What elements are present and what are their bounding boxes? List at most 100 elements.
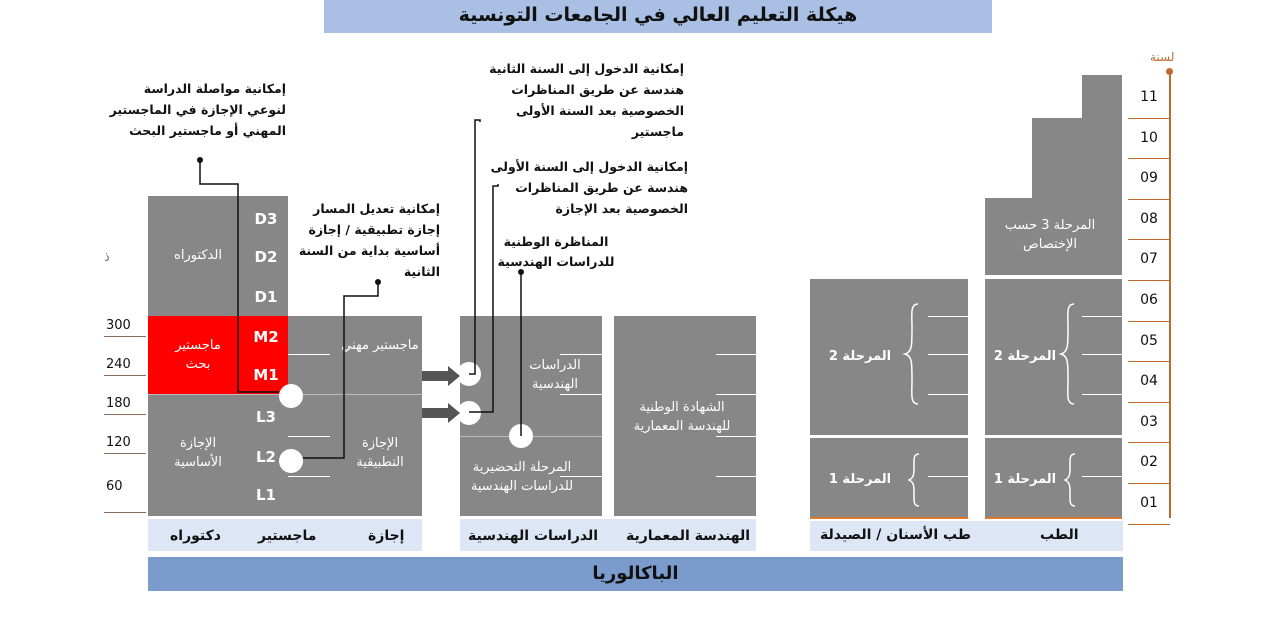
level-column-m2m1 [248, 316, 288, 394]
annotation-line: للدراسات الهندسية [497, 254, 615, 269]
year-cell: 09 [1140, 170, 1158, 187]
dental-stage2-box [810, 279, 968, 435]
arrow-right-icon [422, 371, 450, 381]
year-cell: 10 [1140, 129, 1158, 146]
medical-label-bar [810, 521, 1123, 551]
annotation-line: إمكانية الدخول إلى السنة الأولى [490, 159, 688, 174]
arrow-head [448, 403, 460, 423]
medicine-stage2-label: المرحلة 2 [993, 349, 1057, 364]
year-axis-tip [1166, 68, 1173, 75]
annotation-line: إمكانية مواصلة الدراسة [143, 81, 286, 96]
engineering-box [460, 316, 602, 516]
year-axis-title: لسنة [1150, 50, 1175, 64]
level-l1: L1 [256, 486, 276, 504]
licence-applied-label: الإجازة التطبيقية [356, 436, 404, 470]
separator [560, 476, 602, 477]
annotation-entry-first-year: إمكانية الدخول إلى السنة الأولى هندسة عن… [488, 156, 688, 219]
annotation-master-continuation: إمكانية مواصلة الدراسة لنوعي الإجازة في … [94, 78, 286, 141]
credit-label: 240 [106, 357, 131, 372]
label-licence: إجازة [368, 528, 405, 544]
separator [716, 354, 756, 355]
label-engineering: الدراسات الهندسية [468, 528, 599, 544]
credit-label: 300 [106, 318, 131, 333]
level-l2: L2 [256, 448, 276, 466]
label-medicine: الطب [1040, 527, 1079, 543]
medicine-stage2-box [985, 279, 1122, 435]
label-architecture: الهندسة المعمارية [626, 528, 751, 544]
separator [716, 436, 756, 437]
credit-cut-char: ذ [104, 250, 110, 265]
separator [560, 354, 602, 355]
annotation-line: الخصوصية بعد الإجازة [555, 201, 688, 216]
year-rule [1128, 483, 1170, 484]
year-cell: 05 [1140, 332, 1158, 349]
brace-icon [1063, 453, 1076, 507]
dental-stage2-label: المرحلة 2 [828, 349, 892, 364]
master-pro-label: ماجستير مهني [341, 338, 419, 353]
year-rule [1128, 320, 1170, 322]
annotation-line: المناظرة الوطنية [503, 234, 609, 249]
dental-stage1-label: المرحلة 1 [828, 472, 892, 487]
architecture-label: الشهادة الوطنية للهندسة المعمارية [633, 400, 731, 434]
annotation-line: إمكانية الدخول إلى السنة الثانية [489, 61, 684, 76]
annotation-line: الثانية [403, 264, 440, 279]
arrow-head [448, 366, 460, 386]
year-rule [1128, 523, 1170, 525]
medicine-stage3-step2 [1032, 118, 1082, 275]
label-master: ماجستير [258, 528, 317, 544]
brace-icon [907, 453, 920, 507]
annotation-line: هندسة عن طريق المناظرات [515, 180, 688, 195]
annotation-line: لنوعي الإجازة في الماجستير [109, 102, 286, 117]
annotation-line: هندسة عن طريق المناظرات [511, 82, 684, 97]
level-d3: D3 [254, 210, 278, 228]
annotation-line: أساسية بداية من السنة [298, 243, 440, 258]
credit-label: 120 [106, 435, 131, 450]
year-rule [1128, 401, 1170, 403]
separator [716, 394, 756, 395]
separator [928, 476, 968, 477]
year-cell: 11 [1140, 89, 1158, 105]
eng-arch-label-bar [460, 519, 756, 551]
year-rule [1128, 198, 1170, 200]
year-cell: 01 [1140, 495, 1158, 511]
annotation-line: المهني أو ماجستير البحث [129, 123, 286, 138]
medicine-stage3-step3 [1082, 75, 1122, 275]
separator [928, 354, 968, 355]
separator [288, 436, 330, 437]
year-rule [1128, 239, 1170, 241]
transition-node [457, 401, 481, 425]
year-rule [1128, 361, 1170, 363]
level-m2: M2 [253, 328, 279, 346]
licence-fundamental-label: الإجازة الأساسية [174, 436, 222, 470]
medicine-stage3-label: المرحلة 3 حسب الإختصاص [1004, 218, 1096, 252]
medicine-stage1-box [985, 438, 1122, 518]
level-m1: M1 [253, 366, 279, 384]
year-cell: 08 [1140, 210, 1158, 227]
credit-rule [104, 414, 146, 415]
medicine-base-line [985, 517, 1122, 519]
level-d2: D2 [254, 248, 278, 266]
credit-rule [104, 336, 146, 337]
credit-label: 60 [106, 479, 123, 494]
separator [716, 476, 756, 477]
engineering-prep-label: المرحلة التحضيرية للدراسات الهندسية [470, 460, 574, 494]
year-cell: 04 [1140, 373, 1158, 390]
master-research-label: ماجستير بحث [175, 338, 221, 372]
master-research-box [148, 316, 248, 394]
doctorat-box-label: الدكتوراه [174, 248, 222, 263]
transition-node [279, 449, 303, 473]
credit-scale: 300 240 180 120 60 [104, 316, 148, 516]
year-rule [1128, 280, 1170, 281]
annotation-line: إجازة تطبيقية / إجازة [308, 222, 440, 237]
level-l3: L3 [256, 408, 276, 426]
annotation-entry-second-year: إمكانية الدخول إلى السنة الثانية هندسة ع… [488, 58, 684, 142]
bac-bar: الباكالوريا [148, 557, 1123, 591]
separator [928, 394, 968, 395]
brace-icon [1058, 303, 1075, 405]
level-d1: D1 [254, 288, 278, 306]
credit-rule [104, 375, 146, 376]
dental-base-line [810, 517, 968, 519]
separator [928, 316, 968, 317]
credit-label: 180 [106, 396, 131, 411]
